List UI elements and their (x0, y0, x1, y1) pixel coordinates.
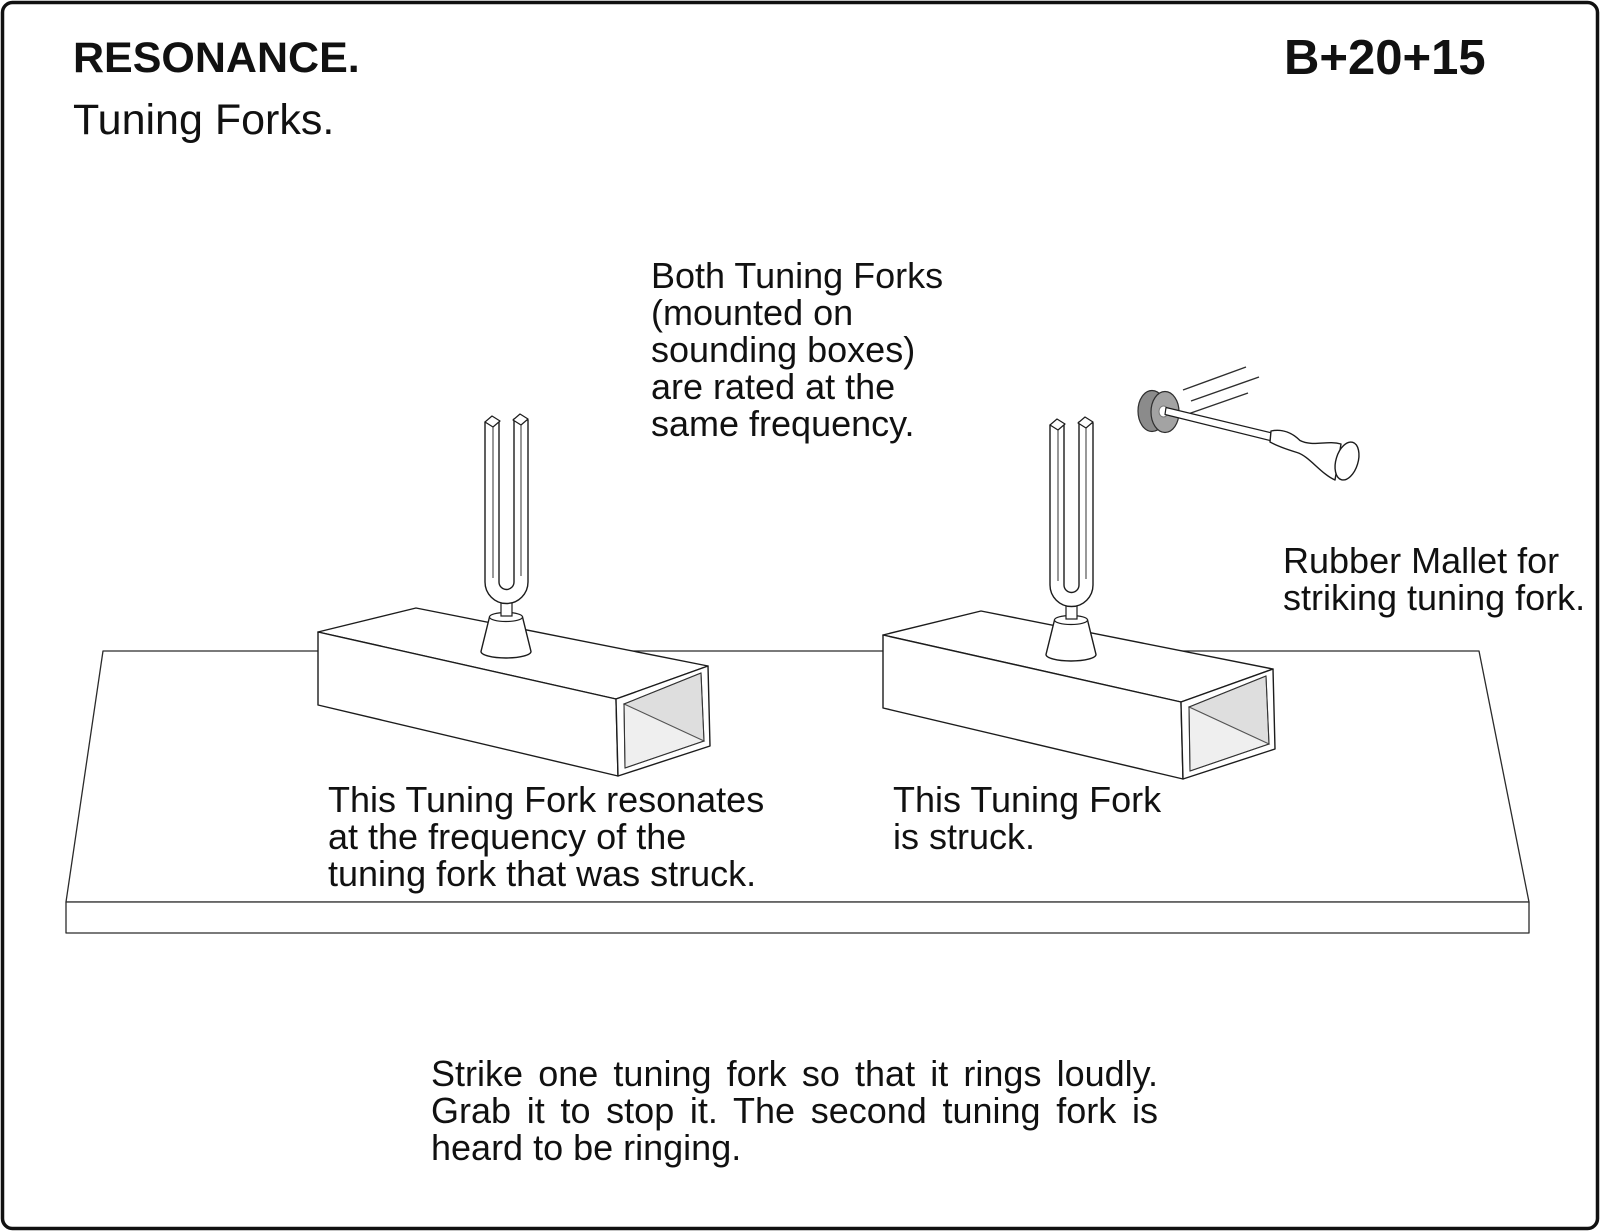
label-line: sounding boxes) (651, 329, 916, 370)
instruction-line: Grab it to stop it. The second tuning fo… (431, 1090, 1158, 1131)
rubber-mallet-icon (1137, 366, 1360, 481)
mallet-handle (1269, 429, 1342, 481)
table-top (65, 650, 1530, 903)
resonating-fork-label: This Tuning Fork resonates at the freque… (328, 781, 764, 892)
instruction-line: heard to be ringing. (431, 1127, 742, 1168)
page-title: RESONANCE. (73, 34, 360, 82)
struck-fork-label: This Tuning Fork is struck. (893, 781, 1161, 855)
label-line: tuning fork that was struck. (328, 853, 757, 894)
label-line: Both Tuning Forks (651, 255, 944, 296)
motion-lines-icon (1182, 366, 1260, 415)
rubber-mallet-label: Rubber Mallet for striking tuning fork. (1283, 542, 1585, 616)
label-line: is struck. (893, 816, 1036, 857)
label-line: at the frequency of the (328, 816, 687, 857)
table-front-edge (65, 901, 1530, 934)
instruction-line: Strike one tuning fork so that it rings … (431, 1053, 1158, 1094)
table-icon (65, 650, 1530, 934)
label-line: (mounted on (651, 292, 854, 333)
mallet-handle-end (1334, 441, 1360, 481)
label-line: striking tuning fork. (1283, 577, 1586, 618)
instructions-text: Strike one tuning fork so that it rings … (431, 1055, 1158, 1166)
label-line: same frequency. (651, 403, 915, 444)
catalog-code: B+20+15 (1284, 31, 1486, 85)
label-line: This Tuning Fork resonates (328, 779, 765, 820)
both-forks-label: Both Tuning Forks (mounted on sounding b… (651, 257, 943, 442)
mallet-shaft (1164, 406, 1275, 443)
label-line: This Tuning Fork (893, 779, 1162, 820)
page-subtitle: Tuning Forks. (73, 96, 335, 144)
label-line: are rated at the (651, 366, 896, 407)
label-line: Rubber Mallet for (1283, 540, 1560, 581)
